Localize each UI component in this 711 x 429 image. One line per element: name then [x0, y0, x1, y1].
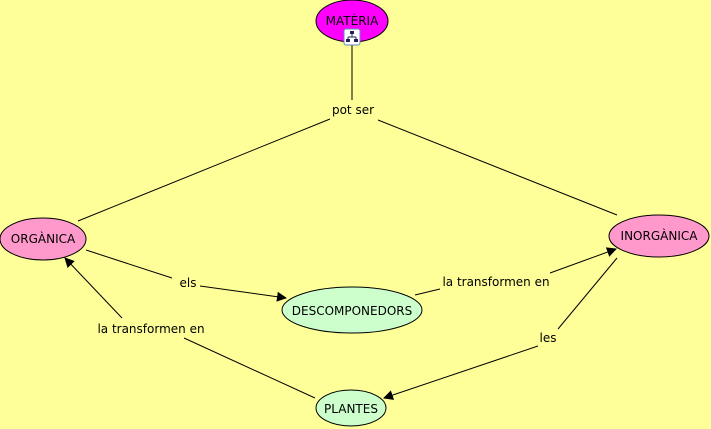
arrow-line: [199, 285, 287, 302]
node-shape: [281, 286, 423, 334]
connector-line: [557, 257, 618, 330]
connections: [64, 44, 618, 400]
link-label-la-transformen-en[interactable]: la transformen en: [442, 275, 549, 289]
node-shape: [0, 217, 87, 261]
node-label: INORGÀNICA: [621, 228, 699, 243]
node-shape: [608, 214, 710, 258]
node-descomponedors[interactable]: DESCOMPONEDORS: [281, 286, 423, 334]
submap-icon[interactable]: [343, 28, 361, 46]
node-organica[interactable]: ORGÀNICA: [0, 217, 87, 261]
connector-line: [85, 249, 173, 279]
connector-line: [183, 337, 316, 399]
link-label-les[interactable]: les: [540, 331, 557, 345]
link-label-pot-ser[interactable]: pot ser: [332, 103, 374, 117]
link-label-la-transformen-en[interactable]: la transformen en: [97, 322, 204, 336]
node-label: MATÈRIA: [326, 13, 379, 28]
link-label-els[interactable]: els: [180, 276, 197, 290]
node-label: DESCOMPONEDORS: [292, 304, 413, 318]
arrow-line: [383, 345, 539, 400]
connector-line: [77, 118, 331, 222]
node-materia[interactable]: MATÈRIA: [315, 0, 389, 46]
arrow-line: [549, 247, 617, 274]
node-label: PLANTES: [324, 402, 378, 416]
connector-line: [377, 119, 618, 216]
connector-line: [414, 288, 441, 296]
node-inorganica[interactable]: INORGÀNICA: [608, 214, 710, 258]
arrow-line: [64, 257, 123, 319]
node-shape: [315, 389, 387, 427]
node-label: ORGÀNICA: [11, 231, 76, 246]
node-plantes[interactable]: PLANTES: [315, 389, 387, 427]
